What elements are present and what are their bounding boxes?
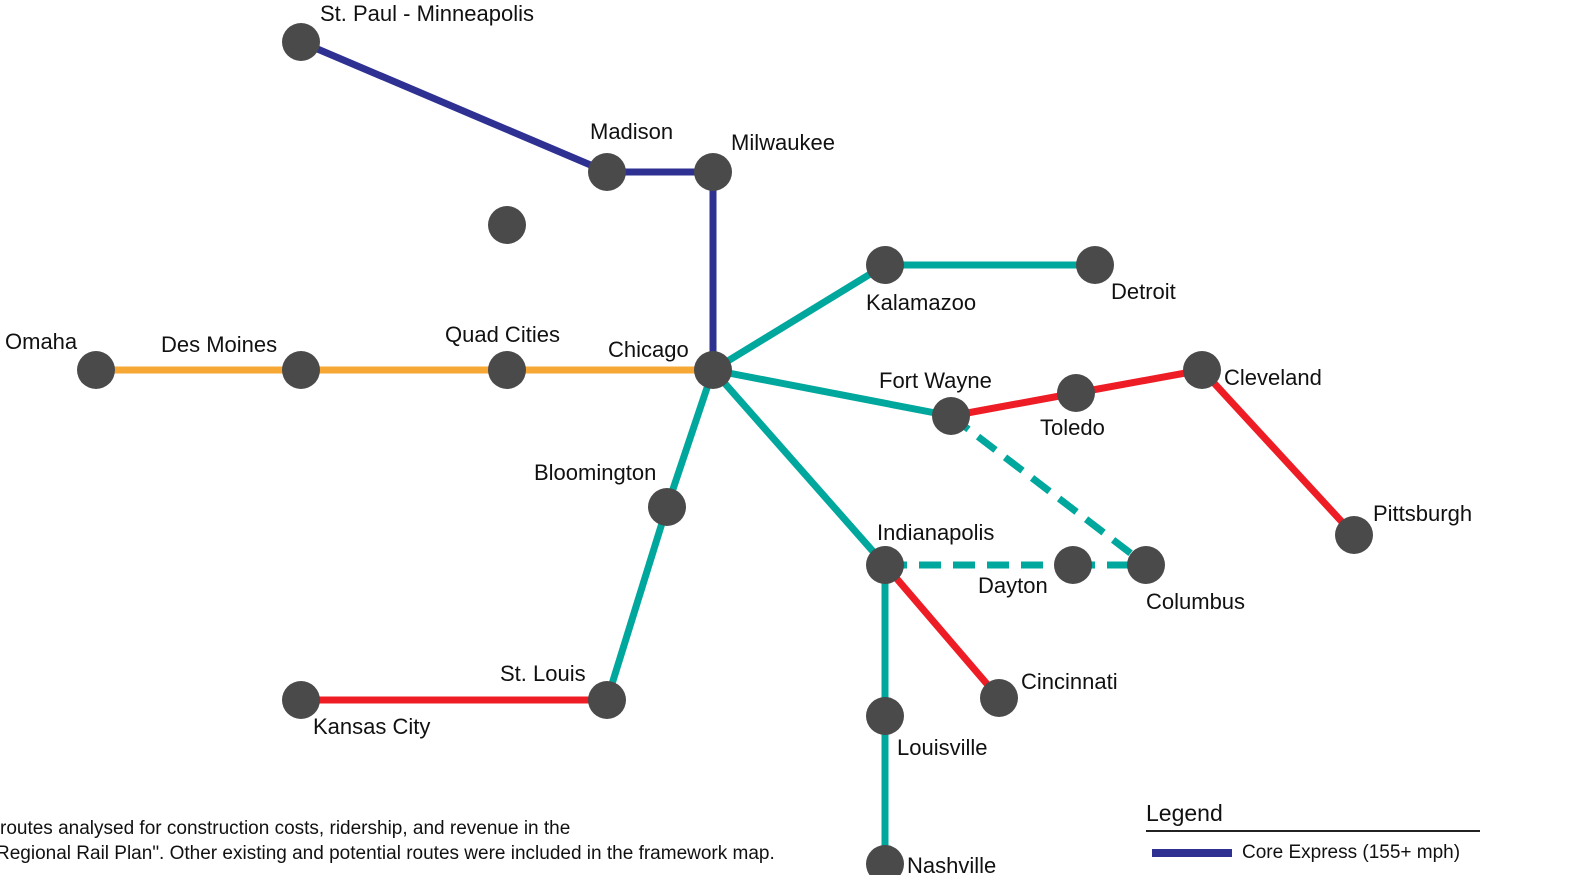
station-marker-cincinnati — [980, 679, 1018, 717]
station-marker-kalamazoo — [866, 246, 904, 284]
route-indianapolis-cincinnati — [882, 562, 1002, 701]
station-label-chicago: Chicago — [608, 337, 689, 362]
station-label-madison: Madison — [590, 119, 673, 144]
station-marker-detroit — [1076, 246, 1114, 284]
station-label-nashville: Nashville — [907, 853, 996, 875]
route-toledo-cleveland — [1075, 366, 1203, 397]
route-fortwayne-toledo — [950, 389, 1077, 420]
station-marker-pittsburgh — [1335, 516, 1373, 554]
station-label-stlouis: St. Louis — [500, 661, 586, 686]
station-marker-louisville — [866, 697, 904, 735]
station-label-quadcities: Quad Cities — [445, 322, 560, 347]
station-marker-nashville — [866, 845, 904, 875]
route-lines — [96, 38, 1357, 864]
station-label-bloomington: Bloomington — [534, 460, 656, 485]
station-label-louisville: Louisville — [897, 735, 988, 760]
station-label-cincinnati: Cincinnati — [1021, 669, 1118, 694]
station-marker-quadcities — [488, 351, 526, 389]
station-label-toledo: Toledo — [1040, 415, 1105, 440]
route-chicago-kalamazoo — [711, 262, 887, 373]
station-label-omaha: Omaha — [5, 329, 78, 354]
station-marker-chicago — [694, 351, 732, 389]
station-label-stpaul: St. Paul - Minneapolis — [320, 1, 534, 26]
station-label-detroit: Detroit — [1111, 279, 1176, 304]
route-chicago-indianapolis — [710, 367, 888, 568]
route-bloomington-stlouis — [603, 505, 671, 702]
route-fortwayne-columbus — [948, 413, 1149, 568]
station-marker-bloomington — [648, 488, 686, 526]
legend-label-core-express: Core Express (155+ mph) — [1242, 842, 1461, 863]
station-marker-kansascity — [282, 681, 320, 719]
station-marker-fortwayne — [932, 397, 970, 435]
station-marker-unlabeled — [488, 206, 526, 244]
station-marker-milwaukee — [694, 153, 732, 191]
station-marker-toledo — [1057, 374, 1095, 412]
route-cleveland-pittsburgh — [1199, 367, 1357, 538]
legend-item-core-express: Core Express (155+ mph) — [1146, 842, 1486, 864]
station-label-kalamazoo: Kalamazoo — [866, 290, 976, 315]
station-marker-stpaul — [282, 23, 320, 61]
station-label-milwaukee: Milwaukee — [731, 130, 835, 155]
footnote-line-2: Regional Rail Plan". Other existing and … — [0, 843, 775, 864]
station-label-indianapolis: Indianapolis — [877, 520, 994, 545]
station-marker-omaha — [77, 351, 115, 389]
station-marker-columbus — [1127, 546, 1165, 584]
legend: Legend Core Express (155+ mph) — [1146, 800, 1486, 864]
station-label-kansascity: Kansas City — [313, 714, 430, 739]
station-marker-madison — [588, 153, 626, 191]
route-stpaul-madison — [299, 38, 609, 176]
legend-swatch-core-express — [1152, 849, 1232, 857]
station-label-dayton: Dayton — [978, 573, 1048, 598]
footnote-line-1: routes analysed for construction costs, … — [0, 818, 571, 839]
station-marker-dayton — [1054, 546, 1092, 584]
legend-title: Legend — [1146, 800, 1480, 832]
station-label-columbus: Columbus — [1146, 589, 1245, 614]
station-label-pittsburgh: Pittsburgh — [1373, 501, 1472, 526]
station-marker-indianapolis — [866, 546, 904, 584]
route-chicago-fortwayne — [712, 366, 952, 420]
route-chicago-bloomington — [663, 368, 717, 509]
station-marker-stlouis — [588, 681, 626, 719]
station-markers — [77, 23, 1373, 875]
station-label-fortwayne: Fort Wayne — [879, 368, 992, 393]
station-label-cleveland: Cleveland — [1224, 365, 1322, 390]
station-label-desmoines: Des Moines — [161, 332, 277, 357]
station-marker-desmoines — [282, 351, 320, 389]
station-marker-cleveland — [1183, 351, 1221, 389]
